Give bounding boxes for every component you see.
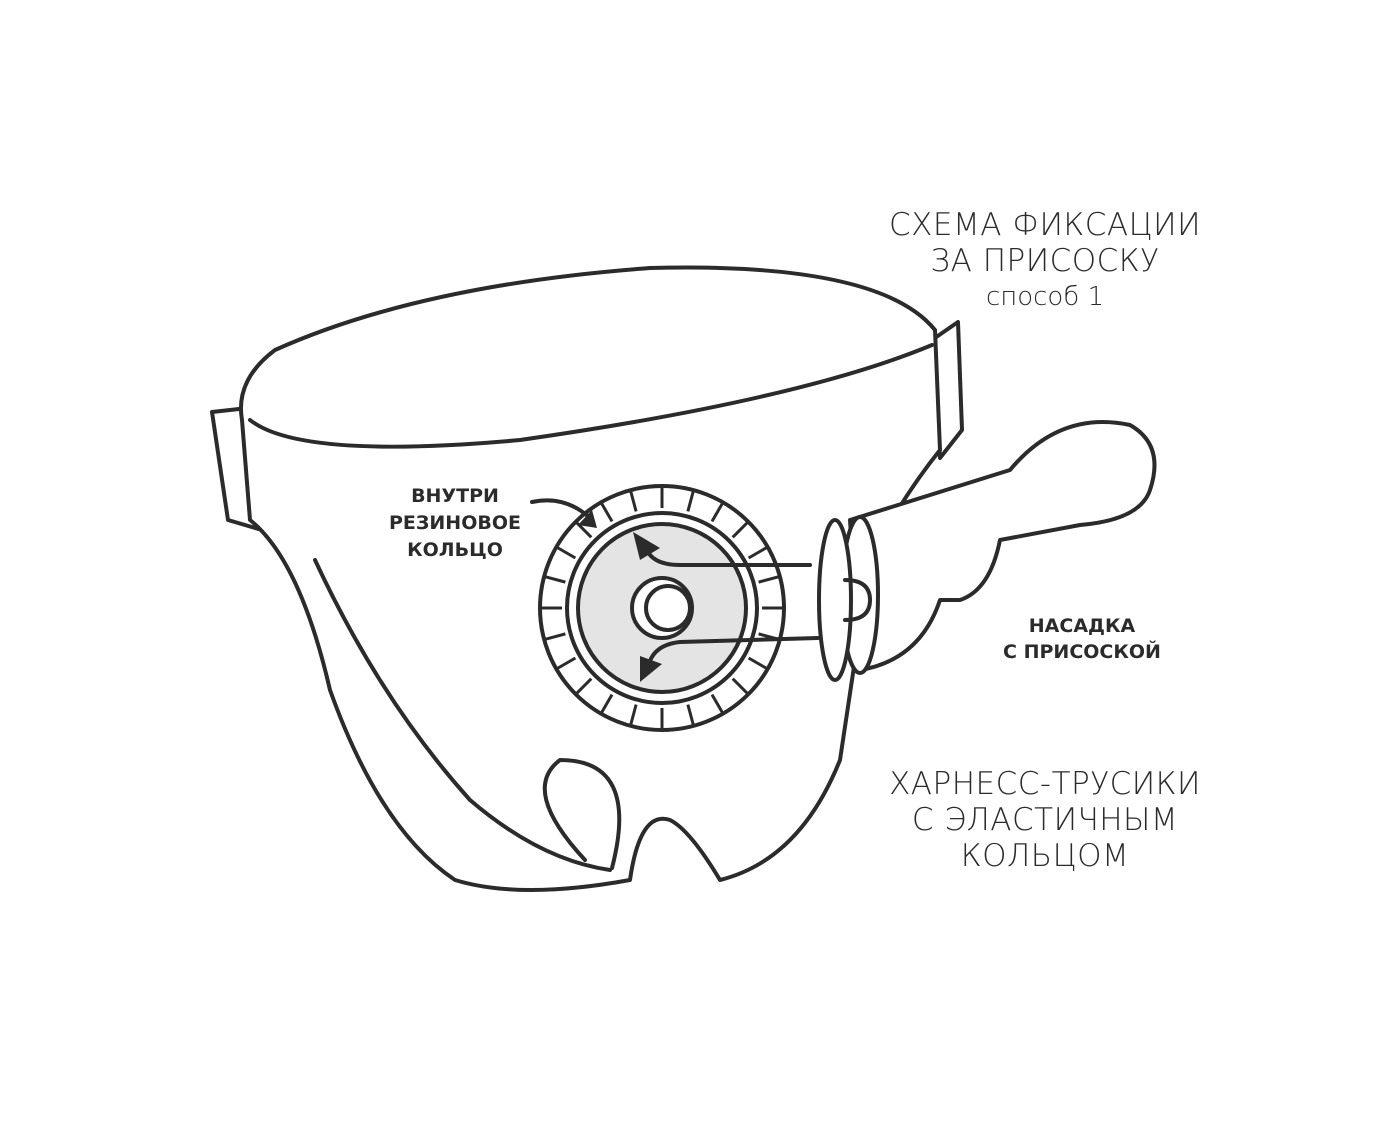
ring-rib: [628, 489, 638, 512]
harness-label-1: ХАРНЕСС-ТРУСИКИ: [889, 766, 1201, 802]
ring-rib: [731, 677, 750, 696]
ring-rib: [574, 677, 593, 696]
ring-rib: [710, 501, 725, 523]
ring-label-3: КОЛЬЦО: [407, 539, 503, 561]
attachment-label-1: НАСАДКА: [1029, 615, 1136, 637]
ring-rib: [731, 520, 750, 539]
ring-rib: [574, 520, 593, 539]
ring-rib: [686, 704, 696, 727]
title-method: способ 1: [986, 282, 1104, 312]
leg-opening: [313, 558, 612, 872]
title-line-1: СХЕМА ФИКСАЦИИ: [889, 207, 1201, 243]
ring-label-1: ВНУТРИ: [411, 485, 499, 507]
ring-rib: [710, 693, 725, 715]
ring-rib: [555, 545, 577, 560]
ring-rib: [543, 632, 566, 642]
ring-rib: [628, 704, 638, 727]
ring-rib: [686, 489, 696, 512]
pointer-arrow-icon: [578, 510, 597, 528]
ring-rib: [599, 501, 614, 523]
ring-rib: [747, 545, 769, 560]
rubber-ring: [538, 484, 786, 732]
suction-attachment: [817, 420, 1157, 682]
waistband-inner: [248, 343, 934, 449]
arrow-down-icon: [640, 656, 662, 682]
title-line-2: ЗА ПРИСОСКУ: [930, 243, 1159, 279]
arrow-up-icon: [633, 532, 660, 560]
ring-rib: [747, 656, 769, 671]
ring-rib: [599, 693, 614, 715]
harness-label-2: С ЭЛАСТИЧНЫМ: [912, 802, 1178, 838]
ring-label-2: РЕЗИНОВОЕ: [389, 512, 521, 534]
ring-rib: [543, 574, 566, 584]
ring-rib: [555, 656, 577, 671]
attachment-label-2: С ПРИСОСКОЙ: [1003, 640, 1161, 663]
insert-arrows: [530, 498, 820, 682]
harness-label-3: КОЛЬЦОМ: [961, 838, 1130, 874]
ring-rib: [758, 574, 781, 584]
